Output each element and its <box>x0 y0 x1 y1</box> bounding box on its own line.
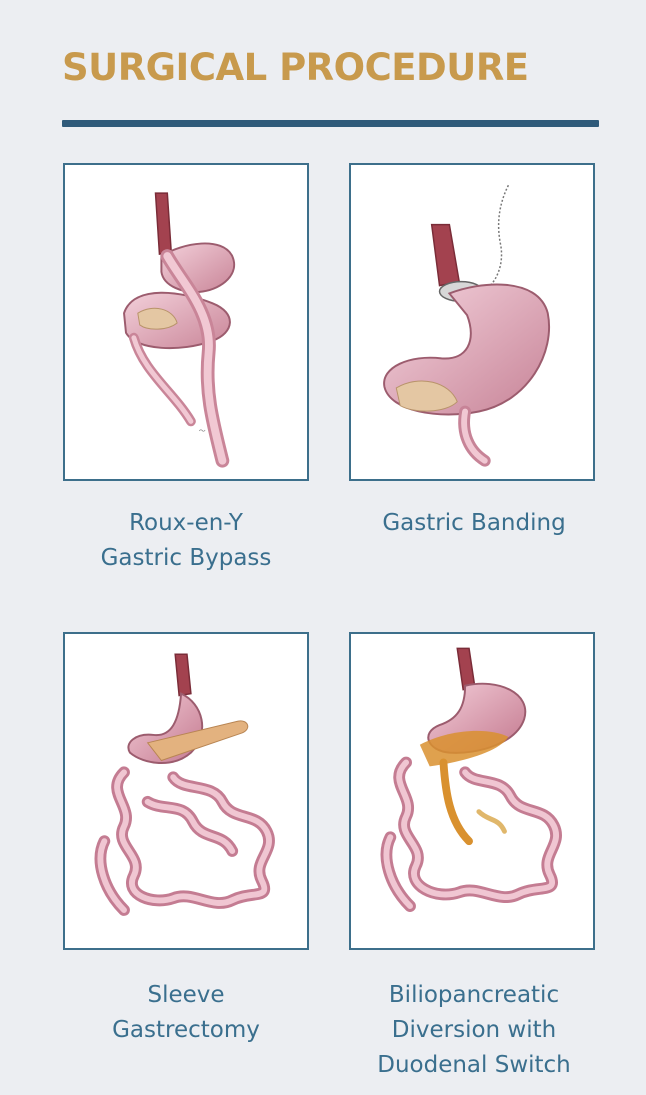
caption-line: Gastrectomy <box>41 1013 331 1048</box>
caption-line: Biliopancreatic <box>329 978 619 1013</box>
caption-roux-en-y: Roux-en-Y Gastric Bypass <box>41 506 331 576</box>
duodenal-switch-illustration <box>351 634 593 948</box>
title-underline <box>62 120 599 127</box>
sleeve-gastrectomy-illustration <box>65 634 307 948</box>
caption-line: Gastric Banding <box>329 506 619 541</box>
roux-en-y-illustration-frame: ～ <box>63 163 309 481</box>
gastric-banding-illustration <box>351 165 593 479</box>
caption-line: Sleeve <box>41 978 331 1013</box>
caption-line: Diversion with <box>329 1013 619 1048</box>
caption-gastric-banding: Gastric Banding <box>329 506 619 541</box>
roux-en-y-illustration: ～ <box>65 165 307 479</box>
caption-sleeve-gastrectomy: Sleeve Gastrectomy <box>41 978 331 1048</box>
page-title: SURGICAL PROCEDURE <box>62 46 622 89</box>
caption-line: Roux-en-Y <box>41 506 331 541</box>
caption-duodenal-switch: Biliopancreatic Diversion with Duodenal … <box>329 978 619 1083</box>
sleeve-gastrectomy-illustration-frame <box>63 632 309 950</box>
caption-line: Duodenal Switch <box>329 1048 619 1083</box>
svg-text:～: ～ <box>199 427 206 435</box>
duodenal-switch-illustration-frame <box>349 632 595 950</box>
caption-line: Gastric Bypass <box>41 541 331 576</box>
gastric-banding-illustration-frame <box>349 163 595 481</box>
